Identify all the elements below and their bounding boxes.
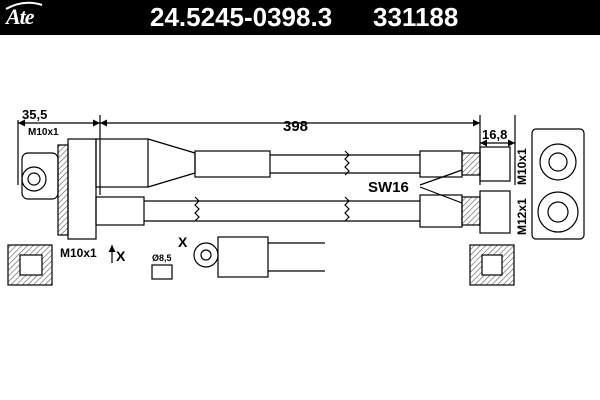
right-offset-label: 16,8 xyxy=(482,127,507,142)
left-banjo-fitting xyxy=(21,138,97,240)
right-end-view xyxy=(531,128,585,240)
reference-number: 331188 xyxy=(373,2,459,32)
hole-diameter-label: Ø8,5 xyxy=(152,253,172,263)
wrench-size-leader xyxy=(419,169,463,204)
view-marker-left: X xyxy=(116,248,126,264)
right-section-detail xyxy=(469,244,515,286)
left-section-detail xyxy=(7,244,116,286)
left-offset-label: 35,5 xyxy=(22,107,47,122)
logo-text: Ate xyxy=(6,4,35,29)
view-marker-detail: X xyxy=(178,234,188,250)
right-thread-top-label: M10x1 xyxy=(515,148,529,185)
left-thread-small-label: M10x1 xyxy=(28,127,59,138)
logo-swoosh-icon xyxy=(5,1,43,10)
total-length-label: 398 xyxy=(283,118,308,135)
title-bar: Ate 24.5245-0398.3 331188 xyxy=(0,0,600,35)
wrench-size-label: SW16 xyxy=(368,179,409,196)
right-thread-bottom-label: M12x1 xyxy=(515,198,529,235)
dimension-lines xyxy=(17,115,516,195)
ate-logo: Ate xyxy=(5,1,43,30)
lower-hose xyxy=(95,190,511,234)
part-number: 24.5245-0398.3 xyxy=(150,2,333,32)
upper-hose xyxy=(95,138,511,188)
left-thread-bottom-label: M10x1 xyxy=(60,246,97,260)
technical-drawing: 35,5 M10x1 398 16,8 SW16 M10x1 X X Ø8,5 … xyxy=(7,107,585,286)
detail-x-view xyxy=(151,236,325,280)
